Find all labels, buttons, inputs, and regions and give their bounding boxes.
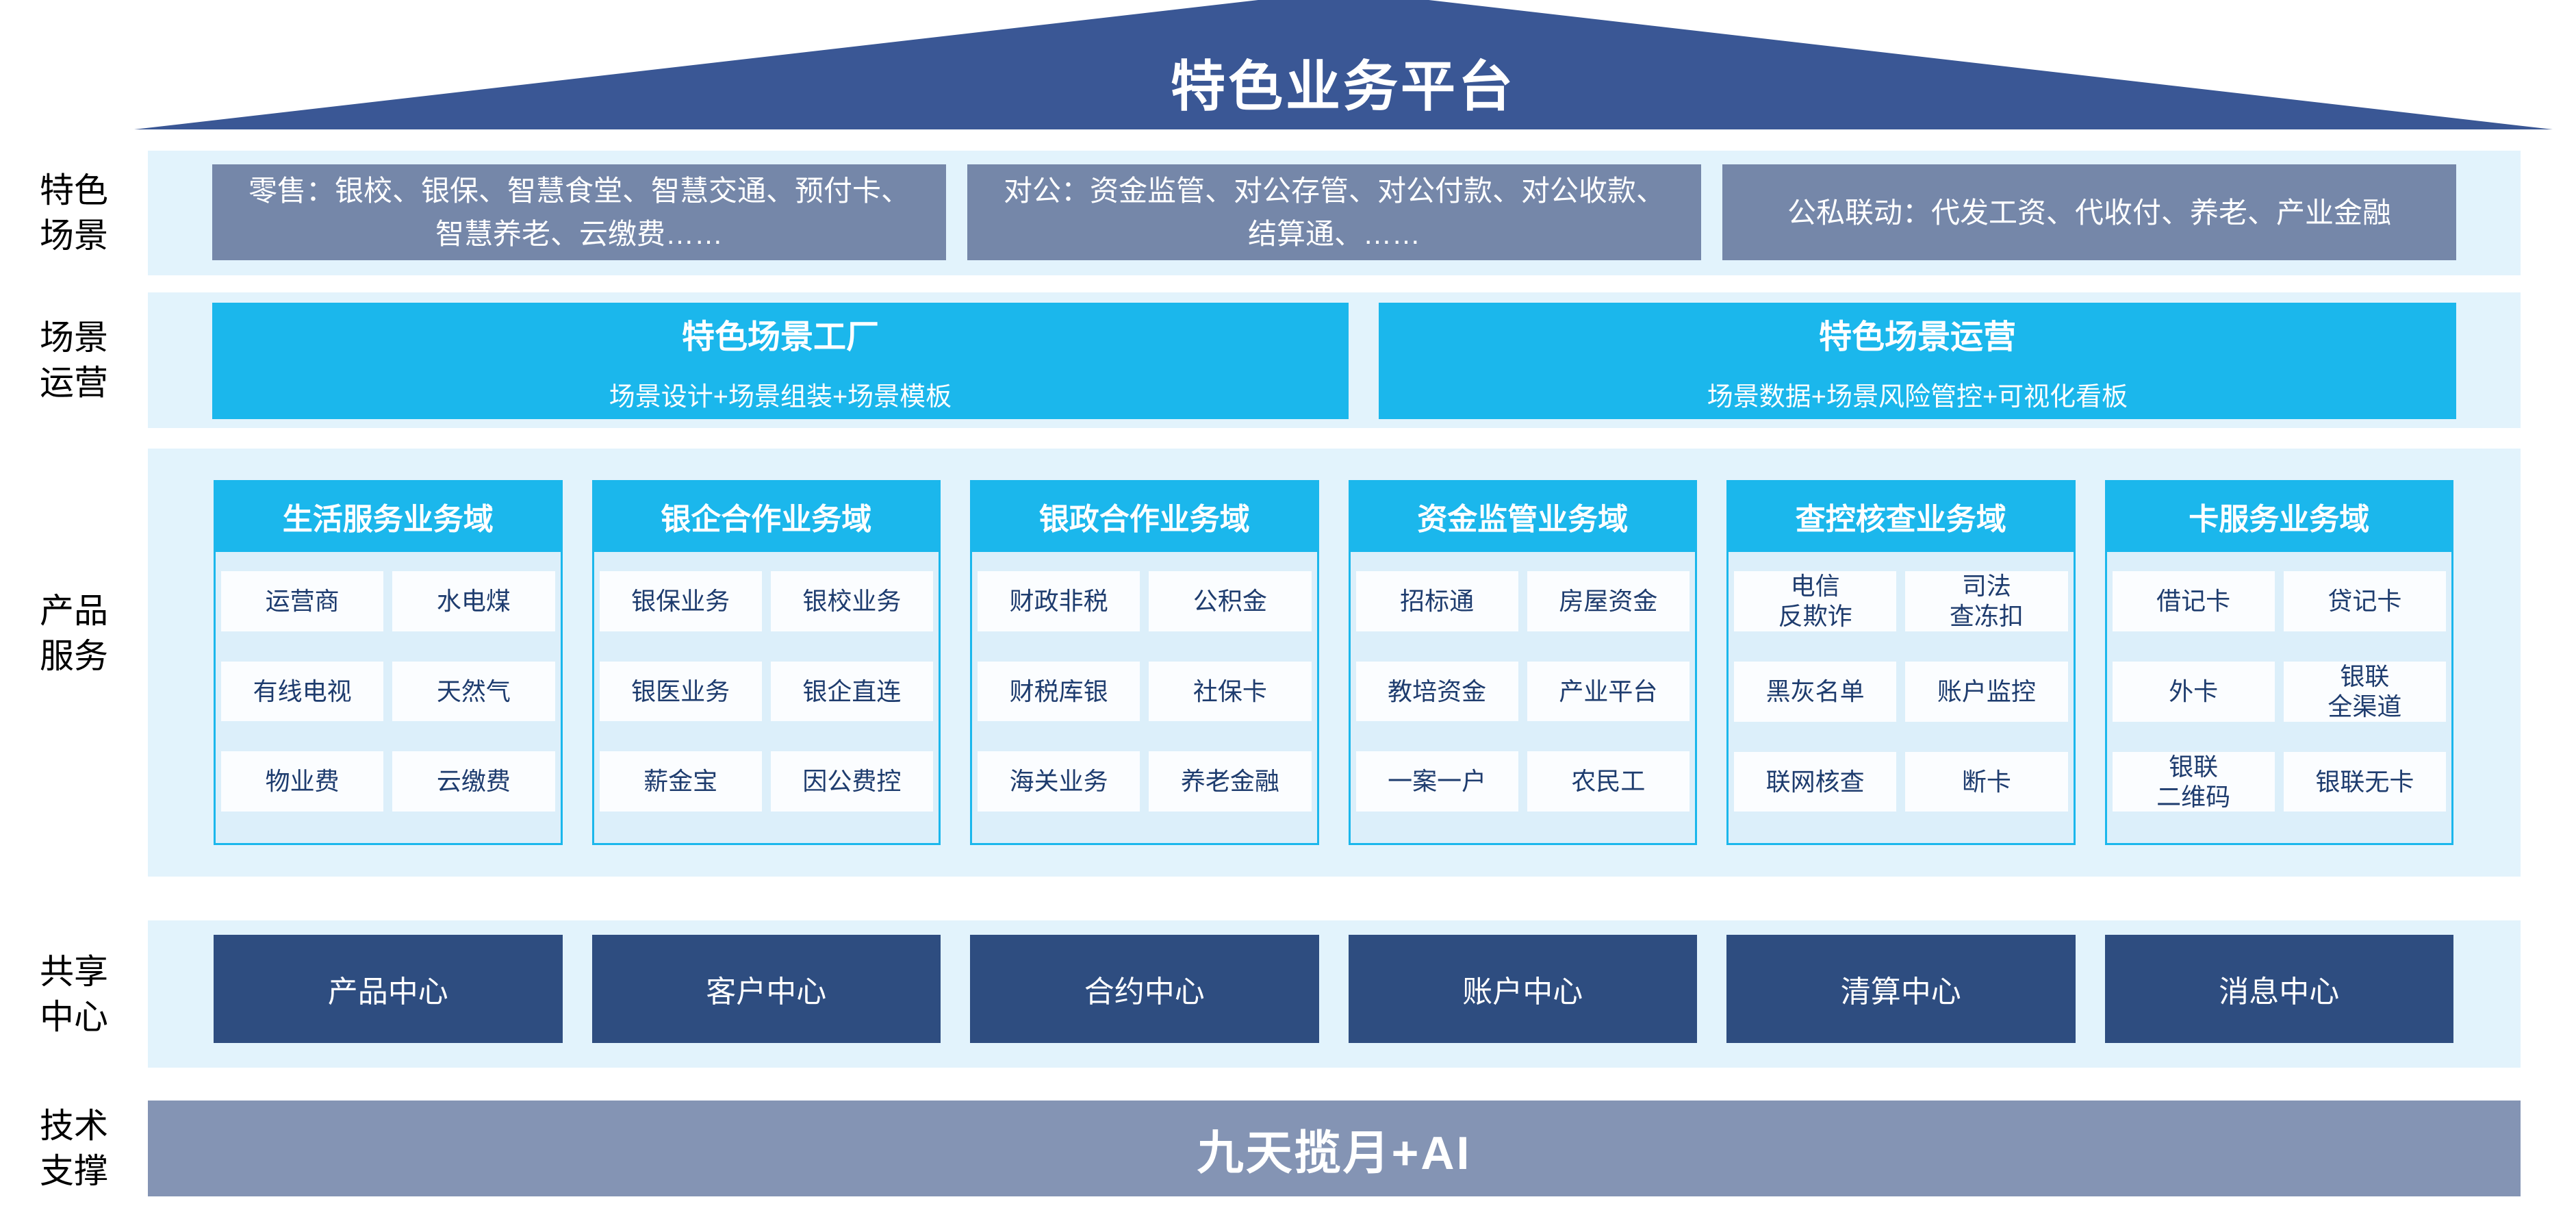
center-box-message: 消息中心: [2104, 935, 2453, 1043]
scene-operation-subtitle: 场景数据+场景风险管控+可视化看板: [1707, 382, 2128, 412]
domain-body: 借记卡 贷记卡 外卡 银联 全渠道 银联 二维码 银联无卡: [2104, 552, 2453, 846]
domain-column-inquiry-control: 查控核查业务域 电信 反欺诈 司法 查冻扣 黑灰名单 账户监控 联网核查 断卡: [1726, 480, 2076, 846]
row-label-tech: 技术 支撑: [40, 1107, 108, 1190]
operation-box-row: 特色场景工厂 场景设计+场景组装+场景模板 特色场景运营 场景数据+场景风险管控…: [212, 303, 2456, 419]
scene-factory-title: 特色场景工厂: [681, 318, 879, 355]
domain-body: 电信 反欺诈 司法 查冻扣 黑灰名单 账户监控 联网核查 断卡: [1726, 552, 2076, 846]
domain-item: 借记卡: [2112, 571, 2275, 631]
roof-shape: [134, 0, 2553, 129]
scene-factory-subtitle: 场景设计+场景组装+场景模板: [609, 382, 952, 412]
domain-item: 银联 全渠道: [2283, 661, 2446, 722]
domain-item: 黑灰名单: [1734, 661, 1897, 722]
domain-item: 薪金宝: [599, 751, 762, 812]
domain-item: 银联 二维码: [2112, 751, 2275, 812]
scene-box-public-private: 公私联动：代发工资、代收付、养老、产业金融: [1722, 164, 2456, 260]
scene-box-corporate: 对公：资金监管、对公存管、对公付款、对公收款、结算通、……: [967, 164, 1701, 260]
domain-item: 断卡: [1905, 751, 2068, 812]
domain-item: 教培资金: [1355, 661, 1518, 722]
domain-header: 银政合作业务域: [970, 480, 1319, 552]
domain-item: 海关业务: [978, 751, 1140, 812]
domain-header: 银企合作业务域: [591, 480, 941, 552]
domain-item: 云缴费: [392, 751, 555, 812]
domain-item: 账户监控: [1905, 661, 2068, 722]
share-band: 产品中心 客户中心 合约中心 账户中心 清算中心 消息中心: [148, 920, 2521, 1068]
domain-body: 财政非税 公积金 财税库银 社保卡 海关业务 养老金融: [970, 552, 1319, 845]
center-box-customer: 客户中心: [591, 935, 941, 1043]
domain-item: 农民工: [1527, 751, 1689, 812]
row-label-operation: 场景 运营: [40, 318, 108, 402]
row-label-product: 产品 服务: [40, 592, 108, 675]
domain-item: 贷记卡: [2283, 571, 2446, 631]
domain-item: 银联无卡: [2283, 751, 2446, 812]
scene-operation-title: 特色场景运营: [1818, 318, 2016, 355]
row-label-scene: 特色 场景: [40, 171, 108, 255]
center-box-clearing: 清算中心: [1726, 935, 2076, 1043]
operation-band: 特色场景工厂 场景设计+场景组装+场景模板 特色场景运营 场景数据+场景风险管控…: [148, 292, 2521, 428]
domain-item: 水电煤: [392, 571, 555, 631]
domain-body: 银保业务 银校业务 银医业务 银企直连 薪金宝 因公费控: [591, 552, 941, 845]
domain-item: 电信 反欺诈: [1734, 571, 1897, 631]
domain-item: 房屋资金: [1527, 571, 1689, 631]
center-box-contract: 合约中心: [970, 935, 1319, 1043]
domain-item: 联网核查: [1734, 751, 1897, 812]
domain-item: 一案一户: [1355, 751, 1518, 812]
domain-header: 资金监管业务域: [1348, 480, 1697, 552]
domain-item: 社保卡: [1149, 661, 1312, 722]
domain-item: 招标通: [1355, 571, 1518, 631]
center-box-product: 产品中心: [214, 935, 563, 1043]
domain-column-card-service: 卡服务业务域 借记卡 贷记卡 外卡 银联 全渠道 银联 二维码 银联无卡: [2104, 480, 2453, 846]
domain-body: 招标通 房屋资金 教培资金 产业平台 一案一户 农民工: [1348, 552, 1697, 845]
domain-item: 司法 查冻扣: [1905, 571, 2068, 631]
domain-item: 财税库银: [978, 661, 1140, 722]
domain-header: 生活服务业务域: [214, 480, 563, 552]
domain-item: 银校业务: [770, 571, 933, 631]
domain-item: 养老金融: [1149, 751, 1312, 812]
tech-support-bar: 九天揽月+AI: [148, 1101, 2521, 1196]
domain-column-fund-supervision: 资金监管业务域 招标通 房屋资金 教培资金 产业平台 一案一户 农民工: [1348, 480, 1697, 845]
domain-column-life-service: 生活服务业务域 运营商 水电煤 有线电视 天然气 物业费 云缴费: [214, 480, 563, 845]
scene-operation-box: 特色场景运营 场景数据+场景风险管控+可视化看板: [1379, 303, 2456, 419]
domain-item: 有线电视: [221, 661, 384, 722]
domain-item: 因公费控: [770, 751, 933, 812]
platform-title: 特色业务平台: [1171, 56, 1516, 117]
domain-item: 财政非税: [978, 571, 1140, 631]
share-center-row: 产品中心 客户中心 合约中心 账户中心 清算中心 消息中心: [214, 935, 2453, 1043]
domain-header: 查控核查业务域: [1726, 480, 2076, 552]
domain-item: 银企直连: [770, 661, 933, 722]
domain-item: 物业费: [221, 751, 384, 812]
domain-item: 银医业务: [599, 661, 762, 722]
domain-column-bank-government: 银政合作业务域 财政非税 公积金 财税库银 社保卡 海关业务 养老金融: [970, 480, 1319, 845]
scene-band: 零售：银校、银保、智慧食堂、智慧交通、预付卡、智慧养老、云缴费…… 对公：资金监…: [148, 151, 2521, 275]
scene-box-row: 零售：银校、银保、智慧食堂、智慧交通、预付卡、智慧养老、云缴费…… 对公：资金监…: [212, 164, 2456, 260]
domain-item: 公积金: [1149, 571, 1312, 631]
domain-item: 银保业务: [599, 571, 762, 631]
domain-header: 卡服务业务域: [2104, 480, 2453, 552]
scene-factory-box: 特色场景工厂 场景设计+场景组装+场景模板: [212, 303, 1349, 419]
domain-item: 外卡: [2112, 661, 2275, 722]
domain-item: 运营商: [221, 571, 384, 631]
domain-item: 产业平台: [1527, 661, 1689, 722]
domain-item: 天然气: [392, 661, 555, 722]
center-box-account: 账户中心: [1348, 935, 1697, 1043]
domain-column-bank-enterprise: 银企合作业务域 银保业务 银校业务 银医业务 银企直连 薪金宝 因公费控: [591, 480, 941, 845]
product-band: 生活服务业务域 运营商 水电煤 有线电视 天然气 物业费 云缴费 银企合作业务域…: [148, 449, 2521, 877]
scene-box-retail: 零售：银校、银保、智慧食堂、智慧交通、预付卡、智慧养老、云缴费……: [212, 164, 946, 260]
row-label-share: 共享 中心: [40, 952, 108, 1036]
domain-row: 生活服务业务域 运营商 水电煤 有线电视 天然气 物业费 云缴费 银企合作业务域…: [214, 480, 2453, 846]
domain-body: 运营商 水电煤 有线电视 天然气 物业费 云缴费: [214, 552, 563, 845]
